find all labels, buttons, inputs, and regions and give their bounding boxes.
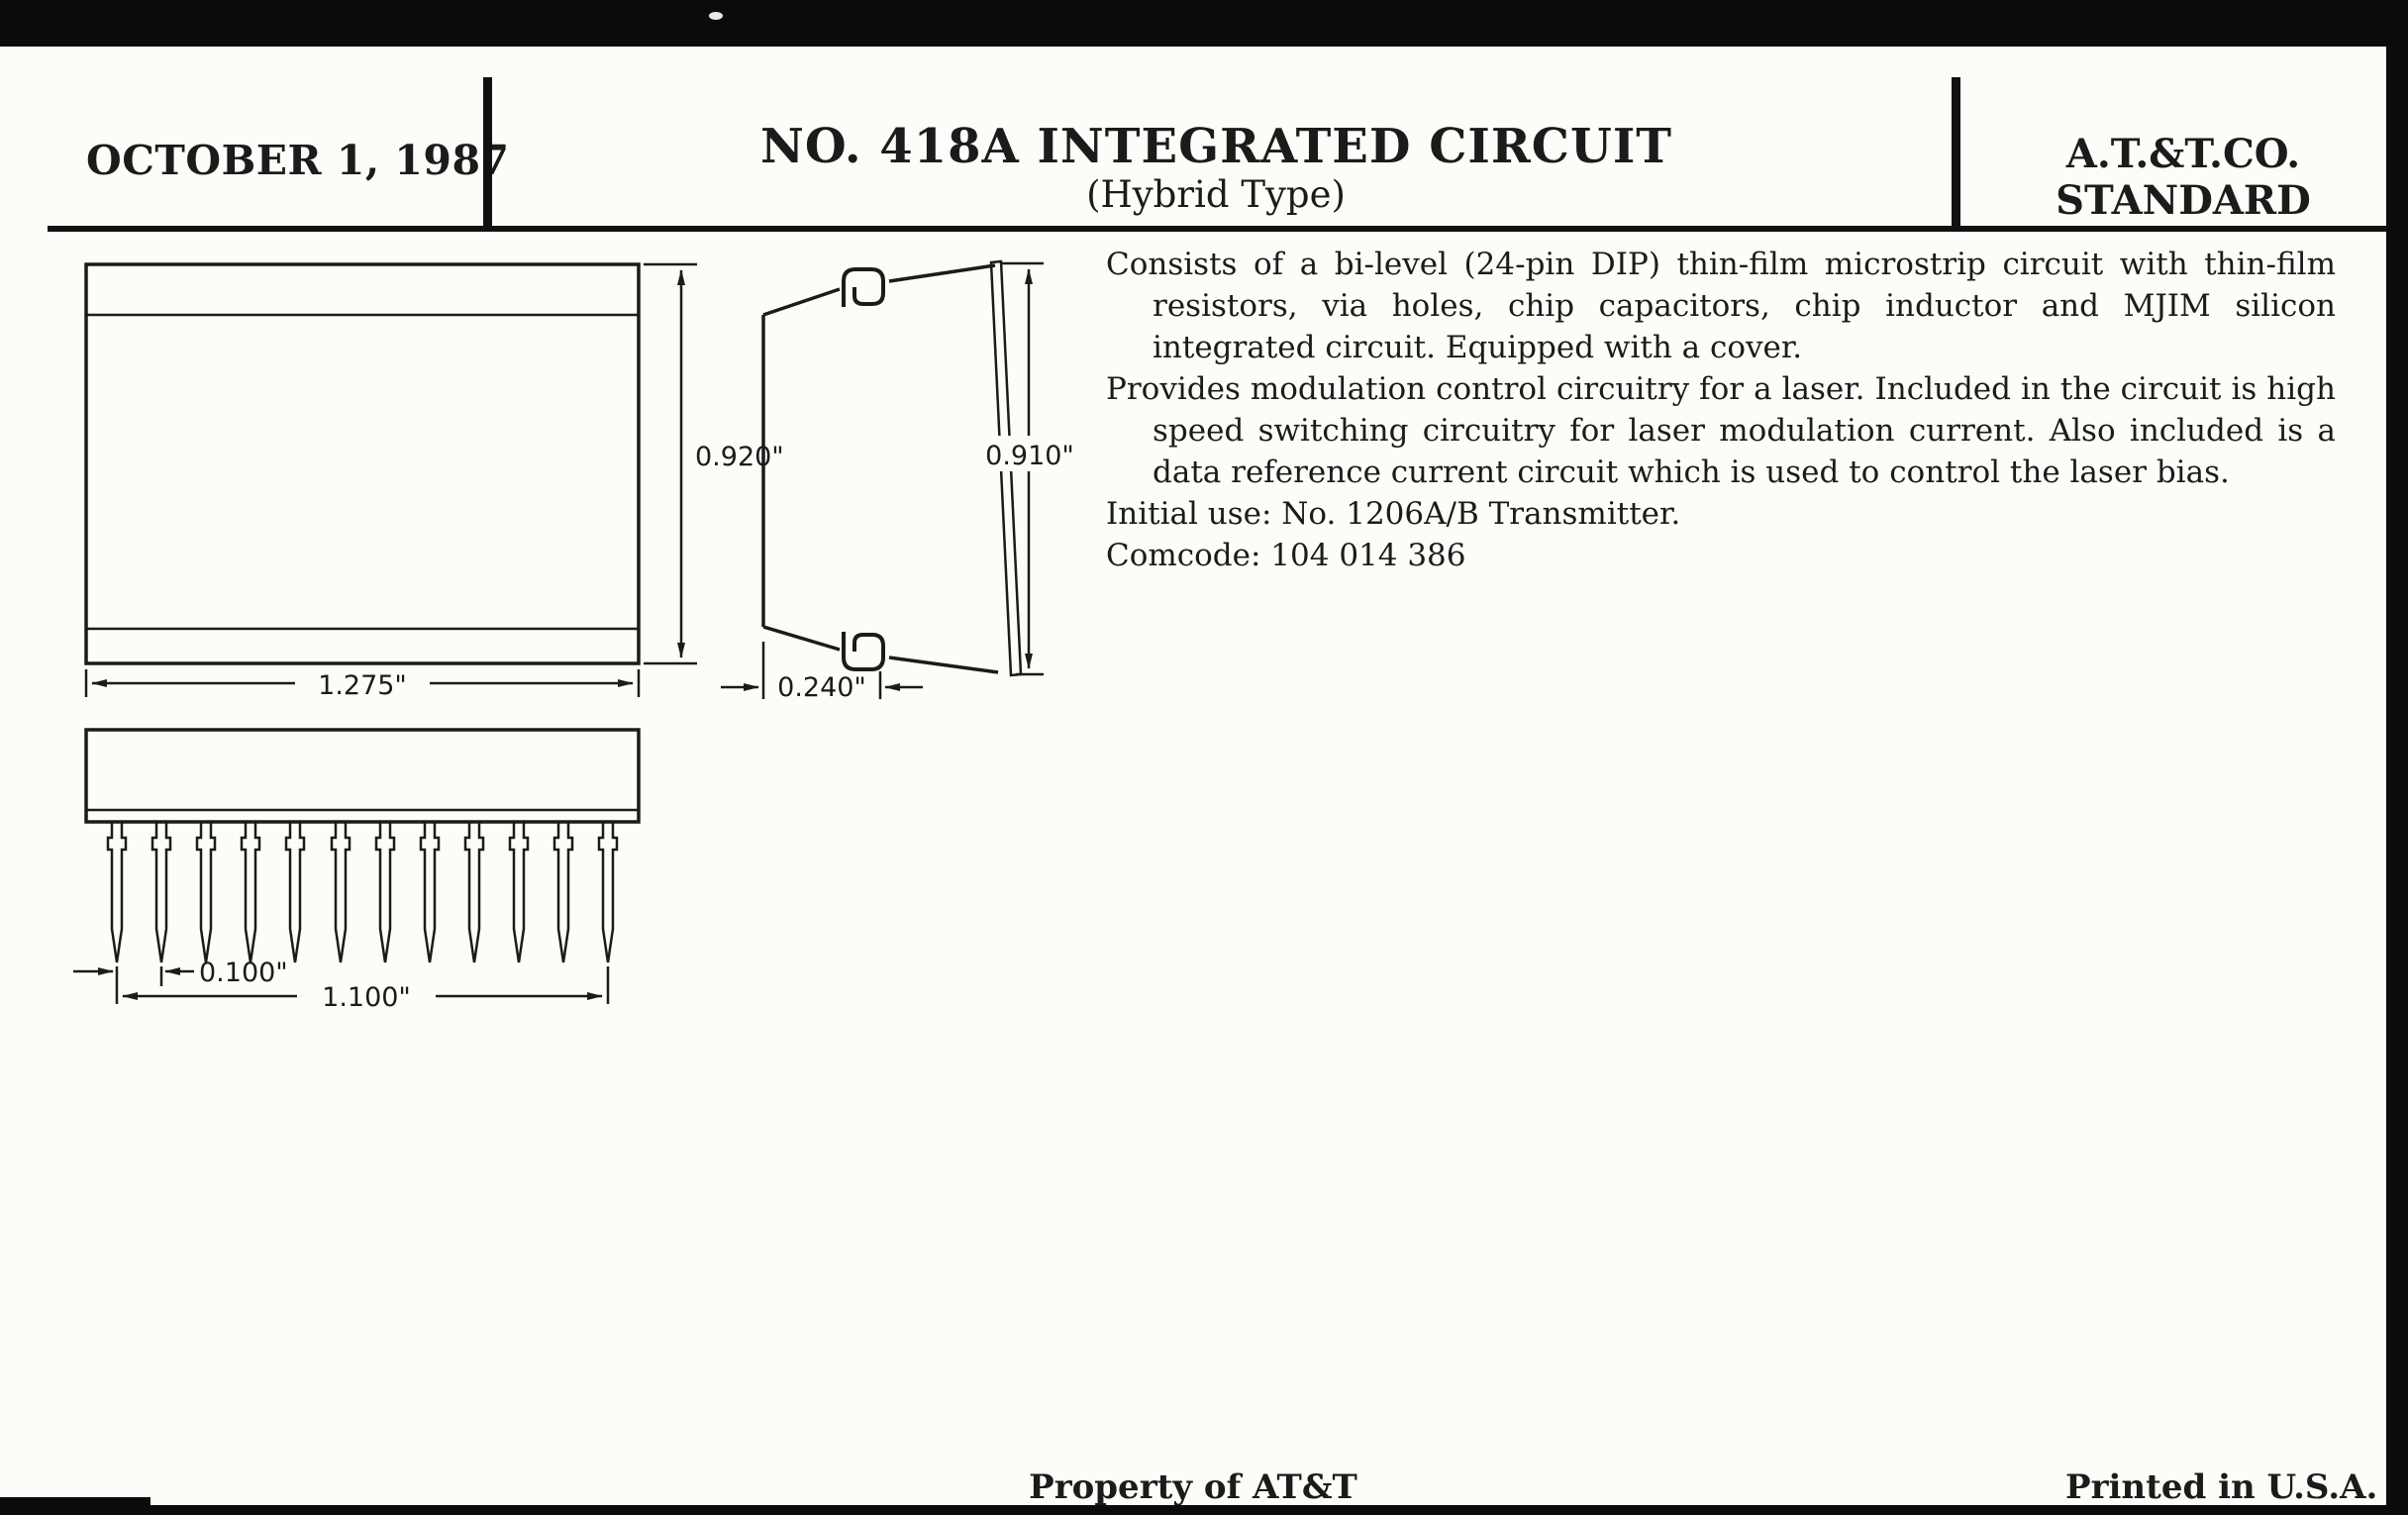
- header-divider-left: [483, 77, 492, 226]
- scan-edge-right: [2386, 0, 2408, 1515]
- description-paragraph: Consists of a bi-level (24-pin DIP) thin…: [1106, 247, 2336, 365]
- property-notice: Property of AT&T: [1029, 1467, 1357, 1507]
- scan-edge-top: [0, 0, 2408, 47]
- initial-use-line: Initial use: No. 1206A/B Transmitter.: [1106, 496, 1681, 532]
- scan-dust-speck: [709, 12, 723, 20]
- document-title: NO. 418A INTEGRATED CIRCUIT: [760, 119, 1672, 174]
- standard-label: STANDARD: [2056, 177, 2311, 224]
- comcode-line: Comcode: 104 014 386: [1106, 538, 1466, 573]
- description-block: Consists of a bi-level (24-pin DIP) thin…: [1106, 244, 2336, 576]
- document-subtitle: (Hybrid Type): [1086, 173, 1346, 216]
- header-rule: [48, 226, 2386, 232]
- scan-edge-bottom: [0, 1505, 2408, 1515]
- title-block: NO. 418A INTEGRATED CIRCUIT (Hybrid Type…: [760, 121, 1671, 218]
- header-divider-right: [1952, 77, 1960, 226]
- document-date: OCTOBER 1, 1987: [86, 137, 510, 184]
- description-paragraph: Provides modulation control circuitry fo…: [1106, 371, 2336, 490]
- printed-notice: Printed in U.S.A.: [2065, 1467, 2378, 1507]
- organization-block: A.T.&T.CO. STANDARD: [2010, 131, 2357, 224]
- organization-name: A.T.&T.CO.: [2065, 131, 2301, 177]
